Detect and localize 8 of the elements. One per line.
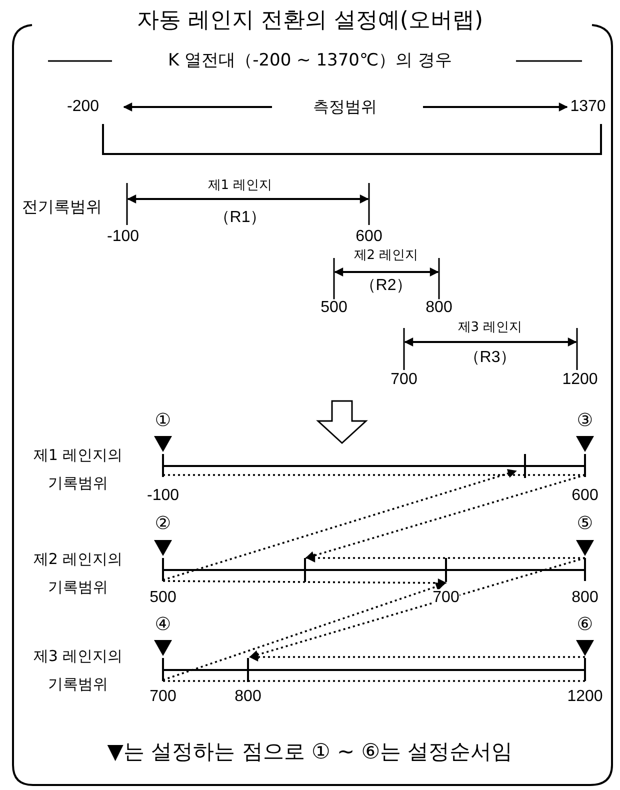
diagram-title: 자동 레인지 전환의 설정예(오버랩) bbox=[136, 8, 484, 34]
range-label: 전기록범위 bbox=[22, 198, 102, 216]
range-label: 제1 레인지 bbox=[208, 178, 272, 194]
caption: ▼는 설정하는 점으로 ① ~ ⑥는 설정순서임 bbox=[107, 740, 513, 764]
range-label: 제3 레인지 bbox=[458, 320, 522, 336]
subtitle: K 열전대（-200 ~ 1370℃）의 경우 bbox=[168, 52, 452, 70]
range-label: 측정범위 bbox=[313, 98, 377, 116]
range-label: 제2 레인지 bbox=[354, 248, 418, 264]
